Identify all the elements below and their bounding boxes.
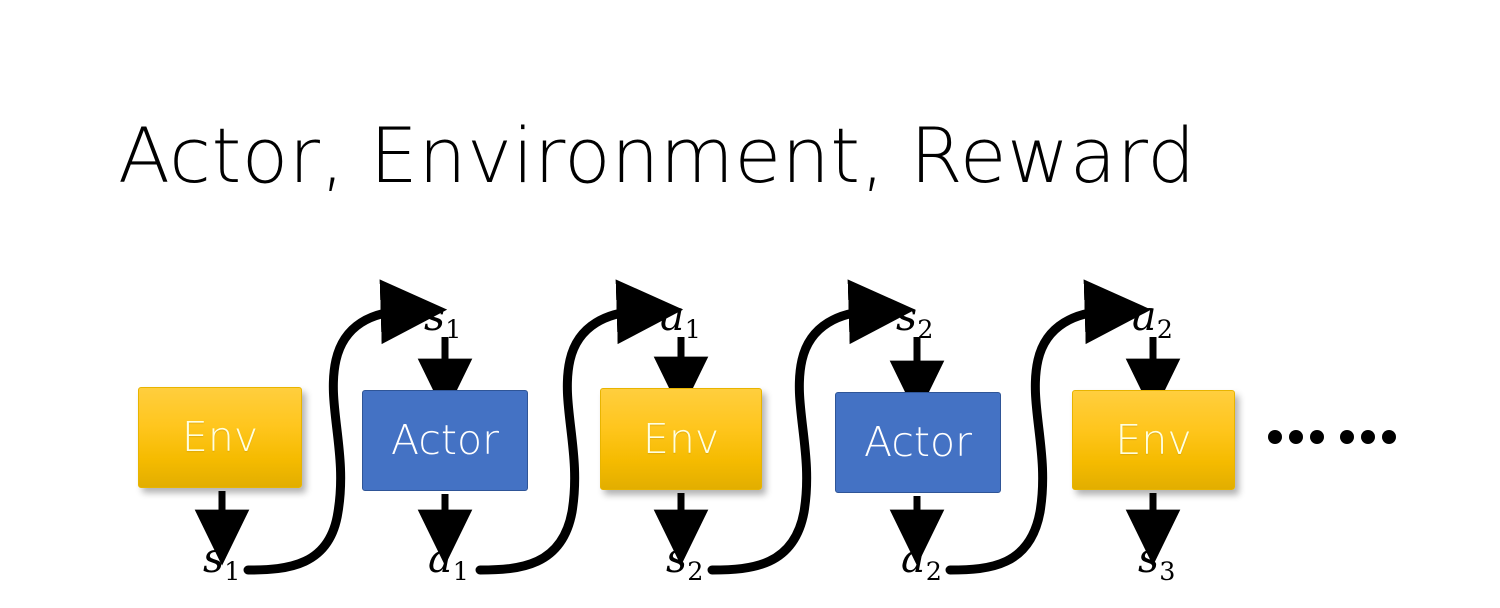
- label-base: s: [203, 534, 225, 582]
- node-actor-2[interactable]: Actor: [835, 392, 1001, 493]
- curve-s1: [243, 279, 448, 575]
- label-top-a2: a2: [1132, 296, 1173, 342]
- label-base: a: [1132, 292, 1157, 340]
- label-bottom-s1: s1: [203, 538, 240, 584]
- label-top-a1: a1: [660, 296, 701, 342]
- curve-a1: [475, 279, 684, 575]
- curve-a2: [945, 279, 1152, 575]
- label-subscript: 1: [684, 313, 701, 344]
- label-subscript: 1: [452, 555, 469, 586]
- label-bottom-a1: a1: [428, 538, 469, 584]
- label-top-s2: s2: [896, 296, 933, 342]
- ellipsis-dot: [1289, 430, 1303, 444]
- node-label: Actor: [391, 416, 499, 464]
- label-base: s: [424, 292, 446, 340]
- label-top-s1: s1: [424, 296, 461, 342]
- node-env-3[interactable]: Env: [1072, 390, 1235, 490]
- ellipsis-dot: [1340, 430, 1354, 444]
- curve-s2: [707, 279, 916, 575]
- label-base: s: [1138, 534, 1160, 582]
- node-label: Actor: [864, 418, 972, 466]
- ellipsis-dot: [1361, 430, 1375, 444]
- node-actor-1[interactable]: Actor: [362, 390, 528, 491]
- label-base: a: [660, 292, 685, 340]
- label-bottom-s2: s2: [666, 538, 703, 584]
- label-subscript: 2: [687, 555, 704, 586]
- label-subscript: 1: [445, 313, 462, 344]
- node-label: Env: [642, 414, 720, 463]
- ellipsis-dot: [1382, 430, 1396, 444]
- label-base: s: [666, 534, 688, 582]
- label-bottom-a2: a2: [901, 538, 942, 584]
- ellipsis-dot: [1268, 430, 1282, 444]
- label-subscript: 2: [1156, 313, 1173, 344]
- page-title: Actor, Environment, Reward: [118, 111, 1196, 200]
- continuation-ellipsis-icon: [1268, 430, 1396, 444]
- label-subscript: 2: [917, 313, 934, 344]
- label-base: a: [428, 534, 453, 582]
- ellipsis-dot: [1310, 430, 1324, 444]
- node-env-1[interactable]: Env: [138, 387, 302, 488]
- label-base: a: [901, 534, 926, 582]
- label-bottom-s3: s3: [1138, 538, 1175, 584]
- node-label: Env: [1115, 415, 1192, 464]
- label-subscript: 2: [925, 555, 942, 586]
- label-subscript: 3: [1159, 555, 1176, 586]
- node-label: Env: [181, 413, 259, 461]
- label-subscript: 1: [224, 555, 241, 586]
- node-env-2[interactable]: Env: [600, 388, 762, 490]
- label-base: s: [896, 292, 918, 340]
